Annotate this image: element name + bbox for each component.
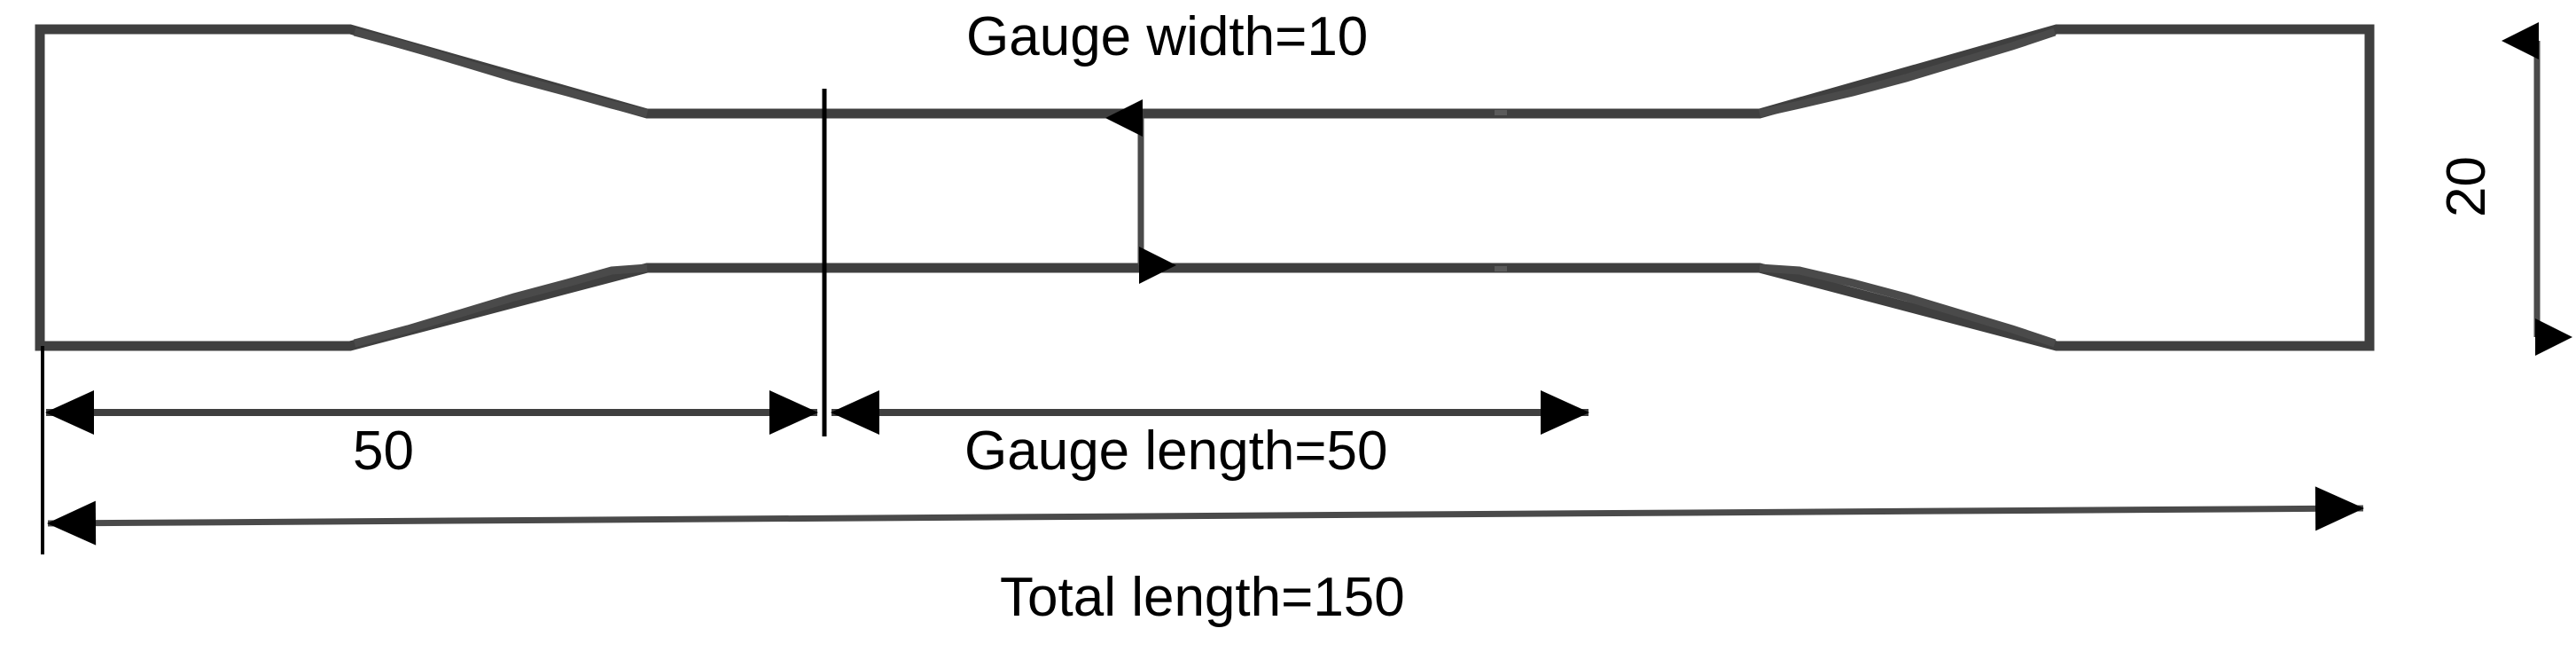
gauge-edge-ticks <box>1495 110 1507 271</box>
overall-width-label: 20 <box>2435 156 2497 217</box>
gauge-width-label: Gauge width=10 <box>966 6 1369 67</box>
total-length-label: Total length=150 <box>1000 567 1405 628</box>
total-length-dimension-line <box>47 486 2364 546</box>
specimen-outline <box>35 24 2375 351</box>
grip-to-gauge-label: 50 <box>353 420 414 482</box>
shoulder-step-detail <box>353 27 2057 348</box>
gauge-length-label: Gauge length=50 <box>964 420 1388 482</box>
